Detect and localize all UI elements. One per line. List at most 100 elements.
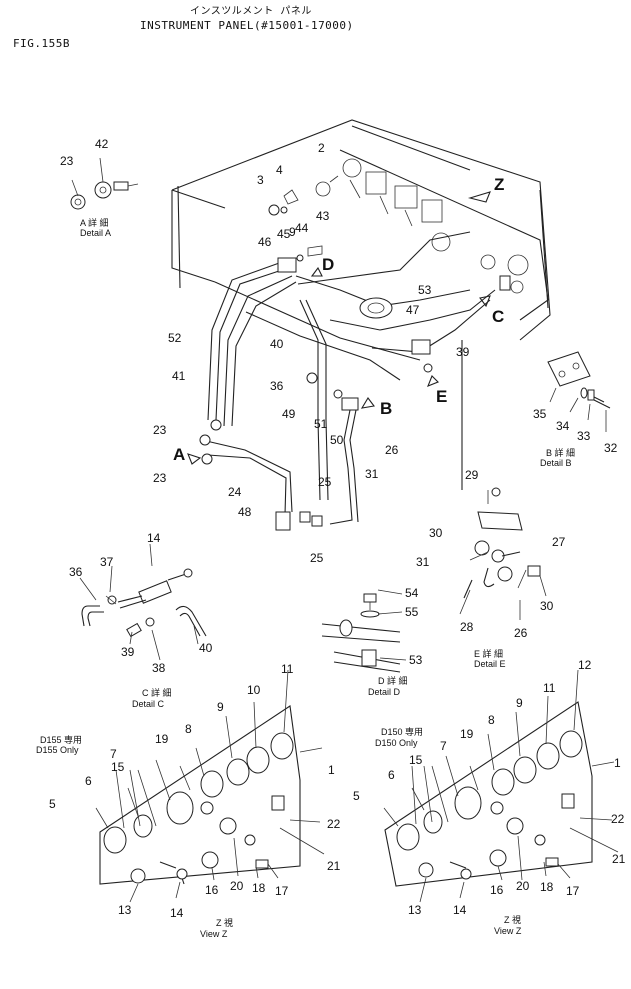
callout-15-l: 15 [111,760,125,774]
callout-39-c: 39 [121,645,135,659]
callout-22-l: 22 [327,817,341,831]
callout-50: 50 [330,433,344,447]
arrow-label-D: D [322,255,334,274]
callout-47: 47 [406,303,420,317]
callout-43: 43 [316,209,330,223]
arrow-label-A: A [173,445,185,464]
callout-1-l: 1 [328,763,335,777]
callout-22-r: 22 [611,812,625,826]
arrow-label-E: E [436,387,447,406]
callout-44: 44 [295,221,309,235]
view-left-jp: Z 視 [216,917,233,928]
callout-1-r: 1 [614,756,621,770]
callout-26-main: 26 [385,443,399,457]
callout-52: 52 [168,331,182,345]
callout-5-l: 5 [49,797,56,811]
callout-24: 24 [228,485,242,499]
figure-number: FIG.155B [13,37,70,50]
view-right-en: View Z [494,926,522,936]
arrow-label-Z: Z [494,175,504,194]
callout-28: 28 [460,620,474,634]
detail-b-jp: B 詳 細 [546,447,575,458]
view-z-left: D155 専用 D155 Only 11 10 9 8 19 7 15 6 5 … [36,662,341,939]
view-left-en: View Z [200,929,228,939]
detail-c-en: Detail C [132,699,165,709]
callout-10-l: 10 [247,683,261,697]
detail-e-en: Detail E [474,659,506,669]
arrow-label-C: C [492,307,504,326]
figure-title: INSTRUMENT PANEL(#15001-17000) [140,19,354,32]
callout-19-r: 19 [460,727,474,741]
callout-9-l: 9 [217,700,224,714]
callout-48: 48 [238,505,252,519]
callout-46: 46 [258,235,272,249]
detail-e: 30 27 31 30 28 26 E 詳 細 Detail E [416,487,566,669]
callout-54: 54 [405,586,419,600]
view-z-right: D150 専用 D150 Only 12 11 9 8 19 7 15 6 5 … [353,658,626,936]
callout-13-l: 13 [118,903,132,917]
detail-a-en: Detail A [80,228,111,238]
callout-5-r: 5 [353,789,360,803]
callout-45: 45 [277,227,291,241]
callout-18-r: 18 [540,880,554,894]
callout-14-l: 14 [170,906,184,920]
callout-30-b: 30 [540,599,554,613]
callout-8-l: 8 [185,722,192,736]
callout-19-l: 19 [155,732,169,746]
detail-e-jp: E 詳 細 [474,648,503,659]
callout-2: 2 [318,141,325,155]
callout-11-r: 11 [543,681,556,695]
callout-15-r: 15 [409,753,423,767]
callout-16-r: 16 [490,883,504,897]
callout-9-top: 9 [289,225,296,239]
callout-53-d: 53 [409,653,423,667]
callout-17-l: 17 [275,884,289,898]
detail-c: 14 37 36 39 38 40 C 詳 細 Detail C [69,531,213,709]
detail-d-jp: D 詳 細 [378,675,408,686]
callout-29: 29 [465,468,479,482]
detail-d: 54 55 53 D 詳 細 Detail D [321,586,423,697]
detail-b: 35 34 33 32 B 詳 細 Detail B [533,351,618,468]
callout-31-e: 31 [416,555,430,569]
view-right-note-jp: D150 専用 [381,726,423,737]
callout-23-b: 23 [153,471,167,485]
callout-53: 53 [418,283,432,297]
detail-d-en: Detail D [368,687,401,697]
view-right-jp: Z 視 [504,914,521,925]
callout-6-r: 6 [388,768,395,782]
detail-a-jp: A 詳 細 [80,217,109,228]
callout-25-bottom: 25 [310,551,324,565]
callout-13-r: 13 [408,903,422,917]
main-assembly: 2 3 4 42 23 9 44 43 46 45 D Z 53 47 C 39… [60,119,551,565]
callout-3: 3 [257,173,264,187]
view-right-note-en: D150 Only [375,738,418,748]
callout-14-c: 14 [147,531,161,545]
callout-40-main: 40 [270,337,284,351]
callout-39-main: 39 [456,345,470,359]
callout-35: 35 [533,407,547,421]
callout-51: 51 [314,417,328,431]
callout-23-top: 23 [60,154,74,168]
callout-4: 4 [276,163,283,177]
arrow-label-B: B [380,399,392,418]
callout-20-r: 20 [516,879,530,893]
callout-17-r: 17 [566,884,580,898]
callout-9-r: 9 [516,696,523,710]
callout-7-l: 7 [110,747,117,761]
callout-27: 27 [552,535,566,549]
view-left-note-en: D155 Only [36,745,79,755]
title-japanese: インスツルメント パネル [190,6,312,17]
callout-40-c: 40 [199,641,213,655]
callout-36-main: 36 [270,379,284,393]
callout-6-l: 6 [85,774,92,788]
callout-49: 49 [282,407,296,421]
view-left-note-jp: D155 専用 [40,734,82,745]
callout-30-a: 30 [429,526,443,540]
callout-11-l: 11 [281,662,294,676]
callout-20-l: 20 [230,879,244,893]
callout-8-r: 8 [488,713,495,727]
callout-34: 34 [556,419,570,433]
detail-a: A 詳 細 Detail A [70,157,139,238]
callout-55: 55 [405,605,419,619]
